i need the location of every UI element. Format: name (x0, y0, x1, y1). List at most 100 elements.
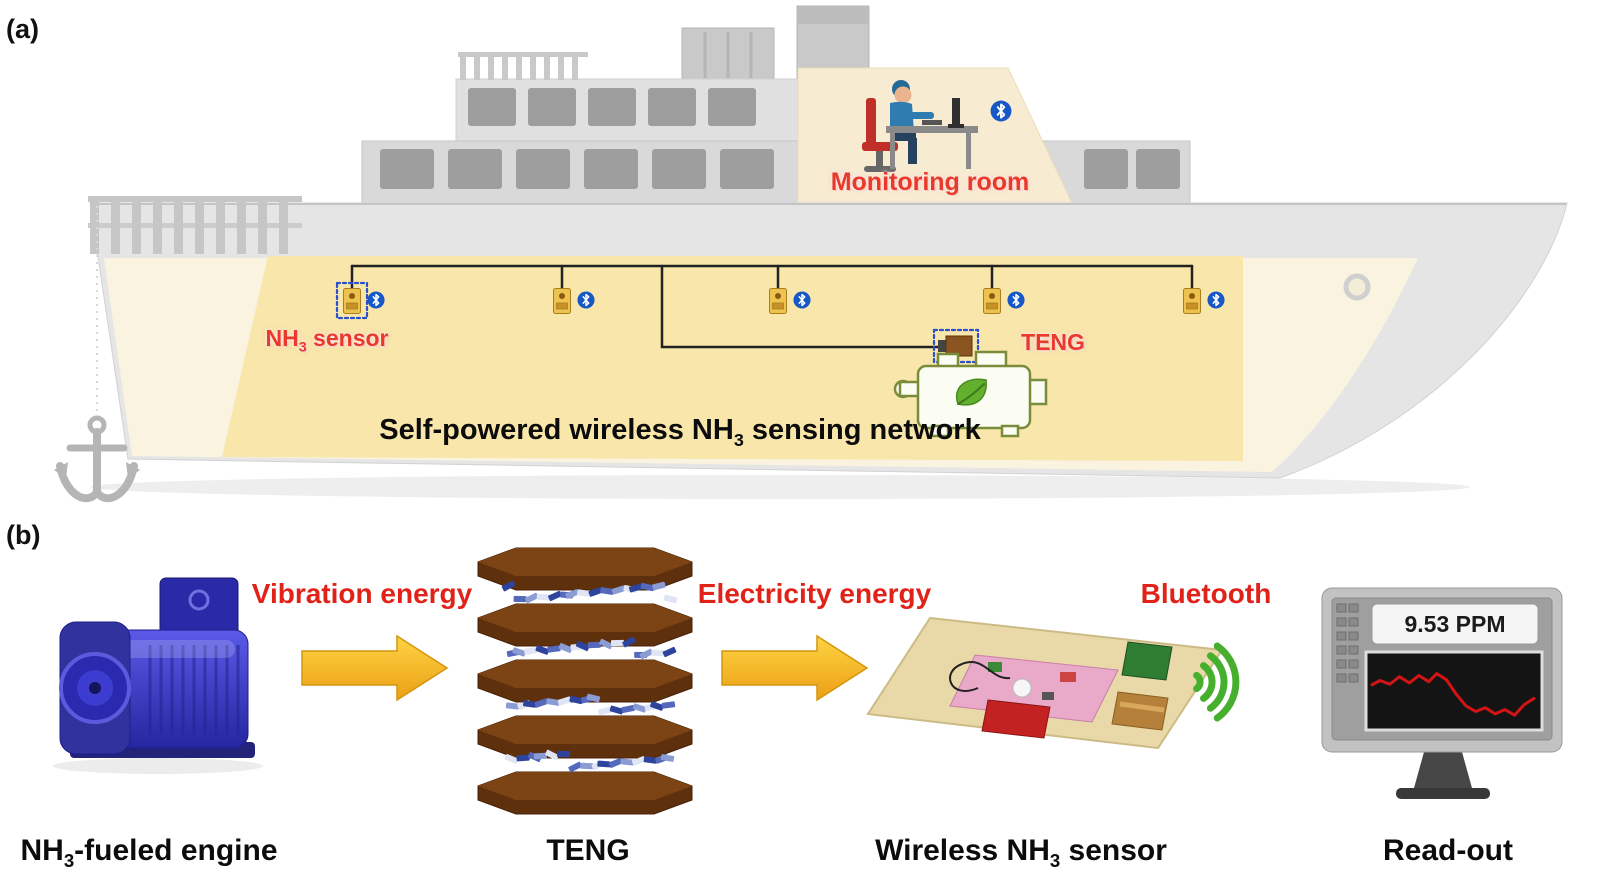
railing-post (516, 56, 522, 80)
bluetooth-icon (1007, 291, 1025, 309)
teng-particle (557, 751, 570, 757)
vibration-energy-label: Vibration energy (251, 578, 473, 609)
teng-particle (650, 701, 664, 711)
superstructure-windows (380, 149, 1180, 189)
railing-post (530, 56, 536, 80)
readout-box (1371, 603, 1539, 645)
monitor-base (1396, 788, 1490, 799)
bluetooth-icon (577, 291, 595, 309)
teng-particle (535, 645, 550, 655)
teng-particle (586, 693, 601, 703)
teng-particle (620, 758, 634, 766)
monitor-buttons (1336, 603, 1359, 683)
railing-post (111, 197, 120, 254)
railing-post (544, 56, 550, 80)
teng-particle (536, 593, 550, 601)
upper-railing (458, 52, 588, 80)
teng-particle (580, 762, 594, 770)
teng-particle (575, 640, 590, 652)
teng-particle (622, 636, 636, 648)
readout-value: 9.53 PPM (1404, 611, 1506, 637)
teng-layer-top (478, 716, 692, 744)
eco-engine-icon (893, 350, 1048, 438)
teng-particle (501, 580, 516, 592)
teng-label: TENG (1021, 329, 1085, 355)
teng-particle (522, 700, 537, 708)
teng-particle (565, 589, 579, 599)
wire-branch (660, 264, 946, 349)
teng-particle (632, 703, 647, 713)
engine-illustration (53, 577, 263, 774)
caption-teng: TENG (546, 834, 630, 867)
panel-a-label: (a) (6, 14, 39, 44)
leaf-icon (955, 378, 987, 406)
teng-particle (548, 590, 562, 602)
teng-component (932, 328, 980, 364)
railing-post (502, 56, 508, 80)
teng-particle (610, 639, 625, 647)
desk-monitor (952, 98, 960, 126)
caption-sensor: Wireless NH3 sensor (875, 834, 1167, 871)
railing-post (174, 197, 183, 254)
teng-nanolayers (501, 580, 678, 773)
teng-particle (516, 754, 530, 762)
battery (981, 699, 1051, 739)
railing-rail (458, 52, 588, 57)
teng-particle (609, 705, 624, 715)
bluetooth-icon (367, 291, 385, 309)
teng-particle (576, 589, 591, 597)
teng-layer-top (478, 772, 692, 800)
teng-particle (587, 641, 601, 649)
teng-particle (546, 698, 560, 706)
railing-post (90, 197, 99, 254)
upper-deck-windows (468, 88, 756, 126)
anchor-icon (54, 206, 140, 503)
teng-particle (557, 696, 572, 706)
flow-arrow-electricity (721, 634, 869, 702)
teng-particle (598, 706, 612, 716)
teng-particle (568, 761, 582, 773)
teng-particle (643, 756, 658, 764)
teng-particle (597, 760, 611, 768)
teng-particle (505, 702, 520, 710)
teng-particle (513, 595, 527, 603)
bluetooth-icon (1207, 291, 1225, 309)
chip (1121, 641, 1173, 681)
teng-particle (651, 649, 665, 657)
electricity-energy-label: Electricity energy (697, 578, 932, 609)
bluetooth-icon (990, 100, 1012, 122)
caption-engine: NH3-fueled engine (20, 834, 278, 871)
monitoring-room-label: Monitoring room (830, 168, 1030, 196)
teng-particle (569, 695, 583, 705)
teng-particle (558, 643, 573, 653)
flow-arrow-vibration (301, 634, 449, 702)
teng-particle (640, 582, 655, 592)
railing-post (216, 197, 225, 254)
porthole (1343, 273, 1371, 301)
network-caption: Self-powered wireless NH3 sensing networ… (379, 414, 981, 450)
railing-post (488, 56, 494, 80)
teng-particle (663, 594, 678, 604)
operator-at-desk (862, 80, 978, 172)
ship-shadow (90, 475, 1470, 499)
teng-particle (523, 647, 538, 655)
nh3-sensor-node (553, 288, 571, 314)
railing-post (558, 56, 564, 80)
panel-b-label: (b) (6, 520, 41, 550)
teng-particle (662, 646, 677, 658)
railing-post (258, 197, 267, 254)
teng-stack (477, 547, 693, 815)
teng-particle (660, 754, 675, 762)
sensor-board-illustration (866, 616, 1224, 750)
readout-curve (1370, 672, 1536, 717)
teng-particle (547, 645, 561, 653)
sensor-network (335, 264, 1225, 438)
monitor-illustration (1321, 587, 1563, 799)
railing-post (279, 197, 288, 254)
teng-particle (504, 754, 519, 764)
teng-layers (477, 547, 693, 815)
bluetooth-icon (793, 291, 811, 309)
railing-post (572, 56, 578, 80)
teng-layer-top (478, 660, 692, 688)
